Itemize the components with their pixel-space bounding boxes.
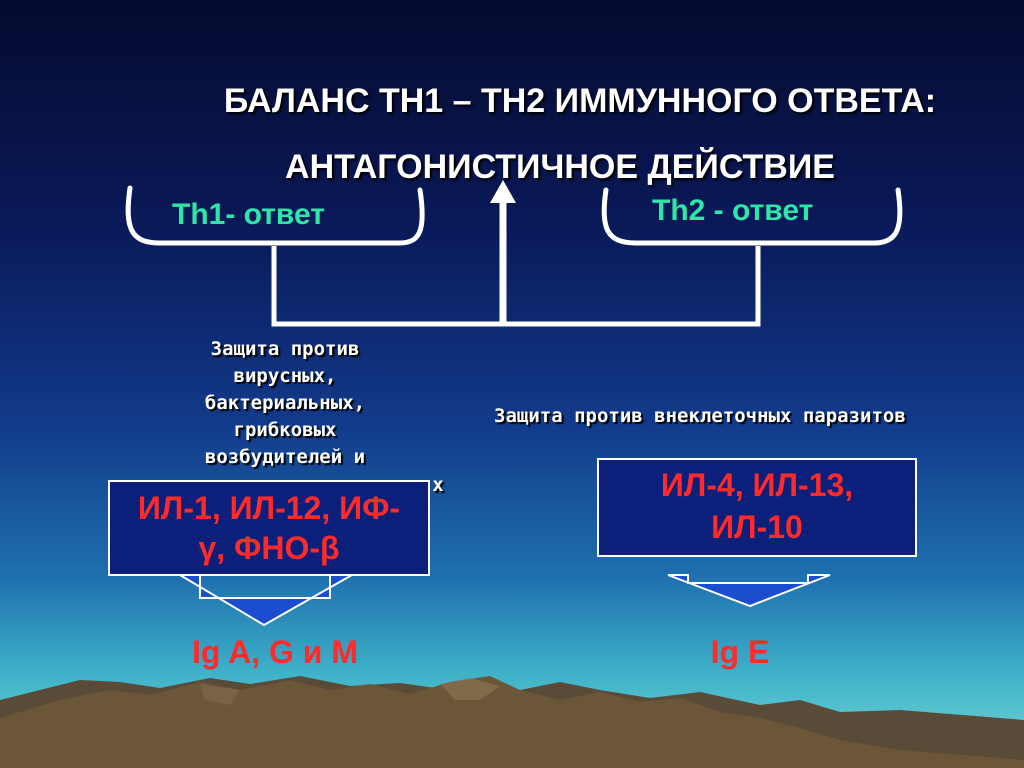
th1-bracket bbox=[125, 185, 425, 246]
th2-immunoglobulins: Ig E bbox=[710, 634, 770, 670]
th1-protection-line: Защита против bbox=[210, 338, 360, 360]
th1-down-arrow-icon bbox=[176, 574, 356, 627]
mountain-highlights-2 bbox=[200, 684, 240, 705]
th1-protection-overflow: х bbox=[432, 474, 444, 496]
th2-bracket bbox=[601, 187, 903, 246]
th1-cytokines-line-1: ИЛ-1, ИЛ-12, ИФ- bbox=[137, 490, 401, 526]
th1-cytokines-box: ИЛ-1, ИЛ-12, ИФ- γ, ФНО-β bbox=[108, 480, 430, 576]
th1-protection-line: вирусных, bbox=[233, 365, 337, 387]
title-line-2: АНТАГОНИСТИЧНОЕ ДЕЙСТВИЕ bbox=[285, 148, 835, 186]
th1-label: Th1- ответ bbox=[172, 198, 325, 231]
balance-connector bbox=[271, 246, 761, 327]
th2-cytokines-line-2: ИЛ-10 bbox=[711, 509, 803, 545]
th2-cytokines-box: ИЛ-4, ИЛ-13, ИЛ-10 bbox=[597, 458, 917, 557]
th2-down-arrow-icon bbox=[667, 574, 831, 608]
th1-protection-line: грибковых bbox=[233, 419, 337, 441]
mountain-highlights bbox=[440, 678, 500, 700]
th1-protection-text: Защита против вирусных, бактериальных, г… bbox=[150, 336, 420, 471]
title-line-1: БАЛАНС TH1 – TH2 ИММУННОГО ОТВЕТА: bbox=[223, 82, 937, 120]
mountain-range-front bbox=[0, 676, 1024, 768]
th2-label: Th2 - ответ bbox=[652, 194, 814, 227]
balance-arrow-up-icon bbox=[490, 180, 516, 203]
th2-cytokines-line-1: ИЛ-4, ИЛ-13, bbox=[660, 467, 854, 503]
th1-immunoglobulins: Ig A, G и M bbox=[191, 634, 359, 670]
th1-cytokines-line-2: γ, ФНО-β bbox=[198, 530, 340, 566]
th1-protection-line: бактериальных, bbox=[204, 392, 366, 414]
th1-protection-line: возбудителей и bbox=[204, 446, 366, 468]
th2-protection-text: Защита против внеклеточных паразитов bbox=[494, 405, 906, 427]
